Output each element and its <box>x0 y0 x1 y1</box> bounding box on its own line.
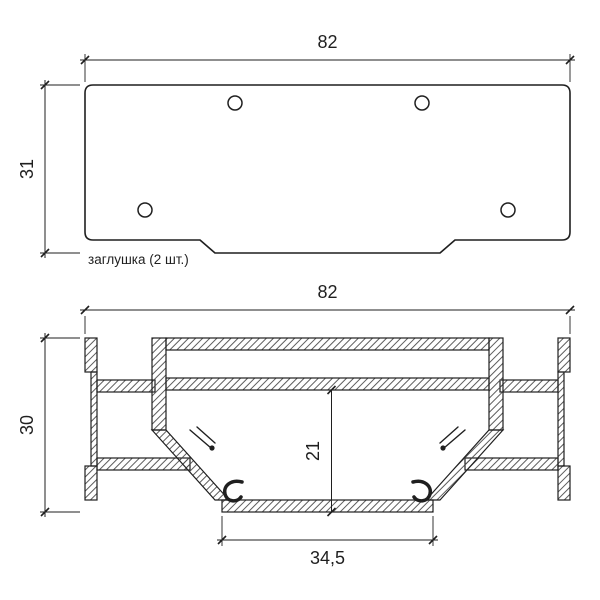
profile-left-lower-web <box>96 457 191 471</box>
profile-top-web <box>165 337 490 351</box>
end-cap-caption: заглушка (2 шт.) <box>88 252 189 267</box>
profile-right-wall <box>488 337 504 431</box>
section-height-label: 30 <box>17 415 37 435</box>
top-view-height-label: 31 <box>17 159 37 179</box>
profile-right-bottom-tab <box>557 465 571 501</box>
dimension-tick <box>40 80 50 90</box>
right-spring-finger <box>439 426 459 444</box>
profile-body <box>84 337 571 513</box>
profile-right-spine <box>557 371 565 467</box>
left-hook-clip <box>222 479 244 503</box>
dimension-tick <box>80 305 90 315</box>
dimension-tick <box>326 507 337 517</box>
dimension-tick <box>40 333 50 343</box>
right-spring-finger <box>443 429 466 449</box>
dimension-tick <box>40 507 50 517</box>
left-spring-finger <box>196 426 216 444</box>
cavity-height-label: 21 <box>303 441 323 461</box>
profile-left-wall <box>151 337 167 431</box>
profile-left-bottom-tab <box>84 465 98 501</box>
profile-left-upper-web <box>96 379 156 393</box>
profile-right-lower-web <box>464 457 559 471</box>
slot-width-dimension: 34,5 <box>217 516 438 568</box>
dimension-tick <box>428 535 438 545</box>
dimension-tick <box>80 55 90 65</box>
cavity-height-dimension: 21 <box>303 385 337 517</box>
right-hook-clip <box>411 479 433 503</box>
top-view-height-dimension: 31 <box>17 80 80 258</box>
dimension-tick <box>565 305 575 315</box>
profile-left-spine <box>90 371 98 467</box>
profile-right-upper-web <box>499 379 559 393</box>
left-spring-tip <box>209 445 215 451</box>
profile-right-top-tab <box>557 337 571 373</box>
dimension-tick <box>217 535 227 545</box>
end-cap-outline <box>84 84 571 254</box>
hole <box>414 95 430 111</box>
dimension-tick <box>565 55 575 65</box>
profile-inner-shelf <box>165 377 490 391</box>
section-height-dimension: 30 <box>17 333 80 517</box>
profile-bottom-base <box>221 499 434 513</box>
hole <box>137 202 153 218</box>
hole <box>227 95 243 111</box>
dimension-tick <box>40 248 50 258</box>
section-view: 82 30 <box>17 282 575 568</box>
hole <box>500 202 516 218</box>
top-view: 82 31 заглушка (2 шт.) <box>17 32 575 267</box>
top-view-width-dimension: 82 <box>80 32 575 82</box>
section-width-dimension: 82 <box>80 282 575 334</box>
profile-left-top-tab <box>84 337 98 373</box>
slot-width-label: 34,5 <box>310 548 345 568</box>
dimension-tick <box>326 385 337 395</box>
left-spring-finger <box>189 429 212 449</box>
right-spring-tip <box>440 445 446 451</box>
section-width-label: 82 <box>317 282 337 302</box>
top-view-width-label: 82 <box>317 32 337 52</box>
